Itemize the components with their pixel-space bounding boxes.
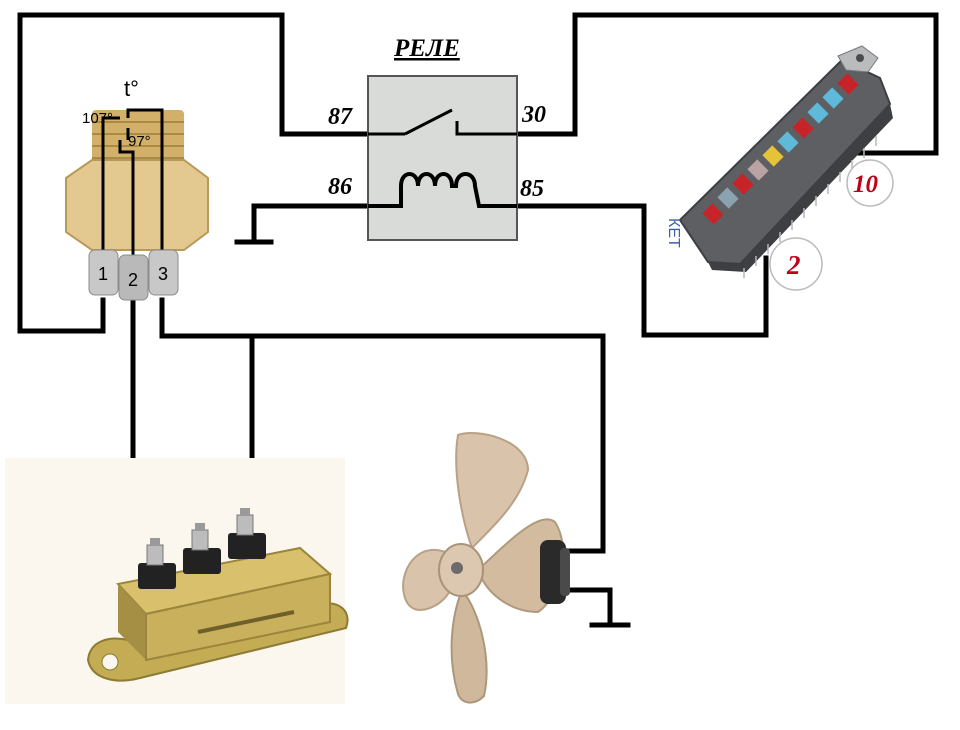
fan-hub-nut bbox=[451, 562, 463, 574]
fuse-item bbox=[717, 187, 739, 209]
fuse-2-marker bbox=[769, 237, 823, 291]
relay-pin-86-label: 86 bbox=[328, 174, 352, 200]
wire-relay-85-to-fuse-2 bbox=[477, 203, 769, 338]
regulator-mount-hole bbox=[101, 653, 119, 671]
fuse-box-mount-hole bbox=[856, 54, 864, 62]
sensor-terminal-3-label: 3 bbox=[158, 264, 168, 284]
regulator-unit bbox=[5, 458, 349, 704]
fuse-box-side-text: КЕТ bbox=[665, 218, 682, 248]
fuse-10-marker bbox=[846, 159, 894, 207]
relay-pin-30-label: 30 bbox=[521, 102, 546, 128]
regulator-terminal-1 bbox=[138, 538, 176, 589]
temperature-sensor: t° 107° 97° 1 2 3 bbox=[65, 76, 209, 301]
regulator-box-side bbox=[145, 572, 331, 662]
regulator-terminal-3 bbox=[228, 508, 266, 559]
fuse-item bbox=[822, 87, 844, 109]
fuse-box-body bbox=[678, 58, 892, 266]
wires bbox=[17, 12, 939, 628]
relay-box bbox=[367, 75, 518, 241]
sensor-internal-wire-2 bbox=[118, 140, 135, 265]
wire-sensor-3-to-fan bbox=[159, 297, 606, 554]
sensor-threshold-high: 107° bbox=[82, 110, 113, 127]
fuse-box: КЕТ 10 2 bbox=[665, 45, 894, 291]
sensor-hex-nut bbox=[65, 159, 209, 251]
wire-relay-30-to-fuse-10 bbox=[457, 12, 939, 156]
wire-fan-ground bbox=[563, 587, 613, 627]
fuse-item bbox=[777, 131, 799, 153]
fuse-item bbox=[807, 102, 829, 124]
relay-coil bbox=[368, 172, 517, 208]
sensor-threshold-low: 97° bbox=[128, 133, 151, 150]
sensor-terminal-2-label: 2 bbox=[128, 270, 138, 290]
fuse-box-side bbox=[708, 104, 893, 272]
relay-switch-lever bbox=[404, 108, 453, 136]
sensor-terminal-1-label: 1 bbox=[98, 264, 108, 284]
relay: РЕЛЕ 87 30 86 85 bbox=[328, 35, 546, 241]
sensor-terminal-3-housing bbox=[148, 249, 179, 296]
fan-blade-bottom bbox=[450, 588, 488, 704]
fuses bbox=[702, 73, 859, 225]
fuse-item bbox=[762, 145, 784, 167]
relay-pin-87-label: 87 bbox=[328, 104, 353, 130]
fuse-item bbox=[732, 173, 754, 195]
fan-motor bbox=[540, 540, 566, 604]
sensor-terminal-2-housing bbox=[118, 254, 149, 301]
wire-sensor-1-to-relay-87 bbox=[17, 12, 383, 334]
fuse-2-label: 2 bbox=[786, 250, 801, 280]
regulator-terminal-2 bbox=[183, 523, 221, 574]
sensor-terminal-1-housing bbox=[88, 249, 119, 296]
relay-title: РЕЛЕ bbox=[393, 35, 460, 62]
fan-blade-top bbox=[455, 432, 530, 550]
fuse-item bbox=[792, 117, 814, 139]
fuse-10-label: 10 bbox=[853, 171, 879, 198]
regulator-slot bbox=[197, 610, 295, 634]
sensor-internal-wire-3 bbox=[126, 108, 164, 265]
sensor-internal-wire-1 bbox=[101, 116, 120, 265]
regulator-box-front bbox=[118, 584, 146, 660]
relay-pin-85-label: 85 bbox=[520, 176, 544, 202]
relay-contact-30 bbox=[455, 121, 517, 136]
wire-relay-86-to-ground bbox=[251, 203, 403, 245]
cooling-fan bbox=[401, 432, 570, 704]
sensor-temp-symbol: t° bbox=[124, 76, 139, 101]
fan-motor-cap bbox=[560, 548, 570, 596]
fuse-item bbox=[837, 73, 859, 95]
fuse-item bbox=[747, 159, 769, 181]
fuse-item bbox=[702, 203, 724, 225]
